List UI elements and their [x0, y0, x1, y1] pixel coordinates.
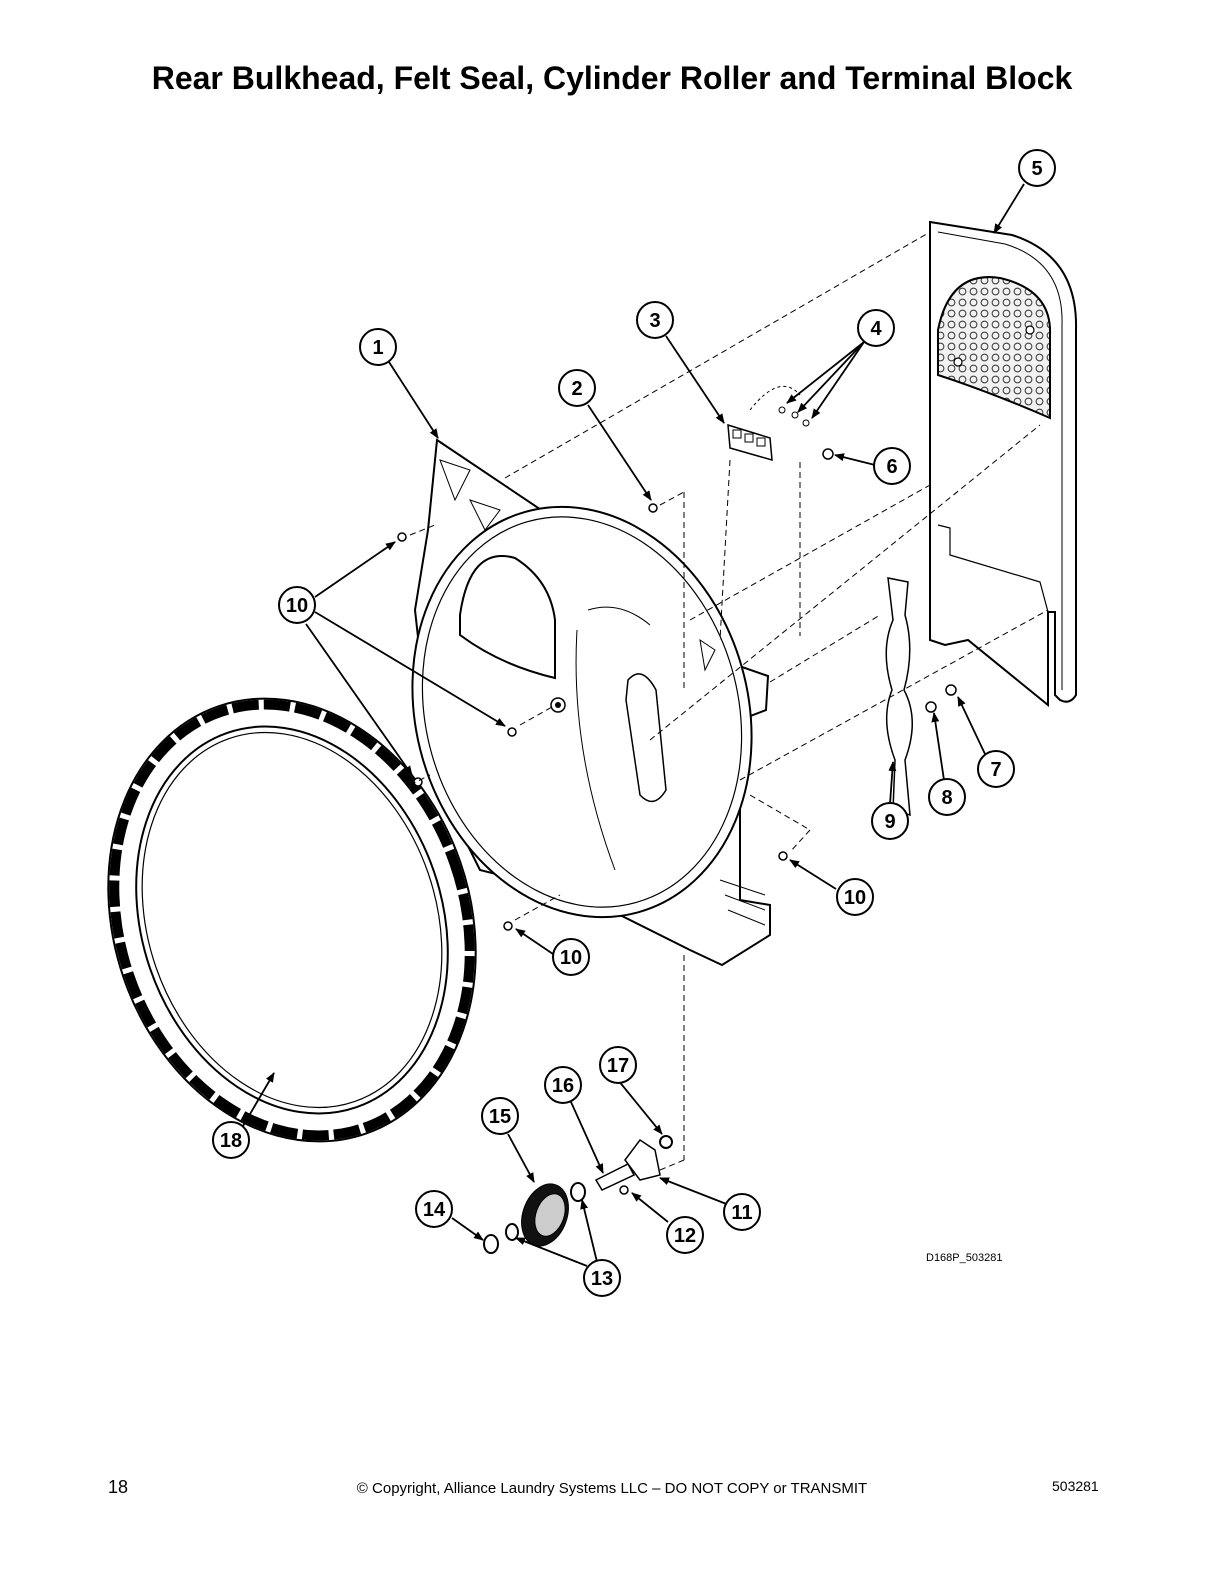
callout-14: 14: [415, 1190, 453, 1228]
svg-text:10: 10: [560, 947, 582, 969]
gasket-strip: [885, 577, 913, 817]
callout-11: 11: [723, 1193, 761, 1231]
callout-7: 7: [977, 750, 1015, 788]
svg-text:16: 16: [552, 1075, 574, 1097]
callout-17: 17: [599, 1046, 637, 1084]
svg-text:5: 5: [1031, 158, 1042, 180]
drawing-code: D168P_503281: [926, 1252, 1003, 1264]
svg-text:14: 14: [423, 1199, 446, 1221]
svg-text:17: 17: [607, 1055, 629, 1077]
callout-18: 18: [212, 1121, 250, 1159]
svg-text:18: 18: [220, 1130, 242, 1152]
callout-10-bottom: 10: [552, 938, 590, 976]
svg-text:6: 6: [886, 456, 897, 478]
rear-panel: [929, 220, 1078, 708]
callout-8: 8: [928, 778, 966, 816]
callout-1: 1: [359, 328, 397, 366]
copyright-notice: © Copyright, Alliance Laundry Systems LL…: [356, 1480, 868, 1497]
leader-arrows: [242, 183, 1025, 1267]
callout-10-right: 10: [836, 878, 874, 916]
roller-assembly: [483, 1135, 673, 1254]
callout-4: 4: [857, 309, 895, 347]
svg-text:15: 15: [489, 1106, 511, 1128]
svg-text:11: 11: [731, 1202, 752, 1224]
callout-9: 9: [871, 802, 909, 840]
svg-text:2: 2: [571, 378, 582, 400]
svg-text:9: 9: [884, 811, 895, 833]
callout-6: 6: [873, 447, 911, 485]
assembly-lines: [409, 231, 1049, 1171]
svg-text:1: 1: [372, 337, 383, 359]
callout-16: 16: [544, 1066, 582, 1104]
callout-3: 3: [636, 301, 674, 339]
callout-12: 12: [666, 1216, 704, 1254]
svg-text:8: 8: [941, 787, 952, 809]
callout-10-left: 10: [278, 586, 316, 624]
svg-text:13: 13: [591, 1268, 613, 1290]
callout-13: 13: [583, 1259, 621, 1297]
svg-text:12: 12: [674, 1225, 696, 1247]
felt-seal-ring: [107, 697, 477, 1143]
callouts: 1 2 3 4 5 6 7 8 9 10 10 10 11 12 13 14 1…: [212, 149, 1056, 1297]
svg-text:3: 3: [649, 310, 660, 332]
page-title: Rear Bulkhead, Felt Seal, Cylinder Rolle…: [151, 60, 1073, 96]
svg-text:4: 4: [870, 318, 882, 340]
svg-text:10: 10: [286, 595, 308, 617]
document-number: 503281: [1052, 1478, 1099, 1494]
hardware-screws: [397, 448, 957, 931]
terminal-block: [727, 385, 810, 462]
callout-15: 15: [481, 1097, 519, 1135]
svg-text:10: 10: [844, 887, 866, 909]
page-number: 18: [108, 1477, 129, 1497]
callout-2: 2: [558, 369, 596, 407]
rear-bulkhead: [411, 438, 771, 967]
callout-5: 5: [1018, 149, 1056, 187]
svg-text:7: 7: [990, 759, 1001, 781]
